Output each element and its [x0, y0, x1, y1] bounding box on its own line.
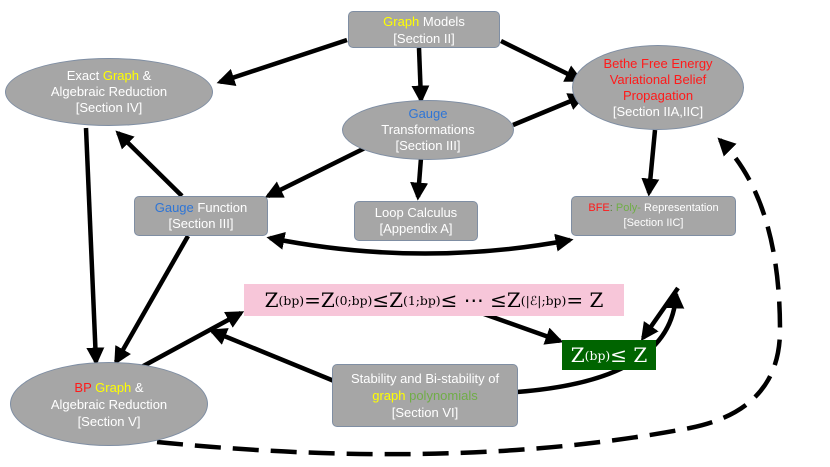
- stability-section: [Section VI]: [391, 405, 459, 420]
- gauge-function-title: Gauge Function: [154, 200, 248, 215]
- chain-ze: Z: [506, 288, 521, 312]
- graph-models-section: [Section II]: [393, 30, 455, 46]
- node-gauge-transformations: Gauge Transformations [Section III]: [342, 100, 514, 160]
- node-gauge-function: Gauge Function [Section III]: [134, 196, 268, 236]
- exact-graph-section: [Section IV]: [75, 100, 143, 115]
- formula-inequality: Z(bp) ≤ Z: [562, 340, 656, 370]
- arrow-models-to-exact: [216, 37, 348, 87]
- arrow-gauge-function-to-exact: [115, 130, 184, 198]
- node-bp-graph: BP Graph & Algebraic Reduction [Section …: [10, 362, 208, 446]
- exact-graph-subtitle: Algebraic Reduction: [50, 84, 168, 99]
- gauge-transformations-line1: Gauge: [408, 106, 448, 121]
- loop-calculus-section: [Appendix A]: [379, 221, 453, 236]
- bethe-line2: Variational Belief: [609, 71, 707, 87]
- arrow-stability-to-chain: [208, 328, 335, 384]
- bp-graph-subtitle: Algebraic Reduction: [50, 396, 168, 412]
- ineq-sup: (bp): [584, 347, 611, 363]
- arrow-bp-dashed-to-bethe: [156, 137, 783, 457]
- chain-supE: (|ℰ|;bp): [520, 292, 567, 308]
- ineq-z: Z: [570, 343, 585, 367]
- node-loop-calculus: Loop Calculus [Appendix A]: [354, 201, 478, 241]
- ineq-rest: ≤ Z: [610, 343, 648, 367]
- arrow-gauge-transformations-to-bethe: [512, 93, 587, 128]
- arrow-gauge-transformations-to-loop-calculus: [410, 157, 429, 201]
- arrow-gauge-function-to-bp: [114, 234, 190, 366]
- bp-graph-title: BP Graph &: [74, 379, 144, 395]
- arrow-gauge-function-to-bfe: [266, 231, 574, 256]
- stability-line2: graph polynomials: [372, 388, 478, 403]
- chain-dots: ≤ ⋯ ≤: [440, 288, 507, 312]
- node-bethe-free-energy: Bethe Free Energy Variational Belief Pro…: [572, 45, 744, 130]
- arrow-bethe-to-bfe: [641, 129, 660, 197]
- chain-z: Z: [264, 288, 279, 312]
- bethe-section: [Section IIA,IIC]: [612, 103, 704, 119]
- chain-sup0: (0;bp): [334, 292, 373, 308]
- arrow-bp-to-chain: [134, 311, 245, 372]
- chain-tail: = Z: [566, 288, 604, 312]
- arrow-models-to-gauge-transformations: [411, 47, 430, 104]
- stability-line1: Stability and Bi-stability of: [350, 371, 500, 386]
- gauge-transformations-section: [Section III]: [395, 138, 461, 153]
- chain-le: ≤: [372, 288, 390, 312]
- node-bfe-poly-representation: BFE: Poly- Representation [Section IIC]: [571, 196, 736, 236]
- arrow-gauge-transformations-to-gauge-function: [264, 145, 366, 199]
- bethe-line1: Bethe Free Energy: [603, 55, 713, 71]
- chain-eq: =: [304, 288, 321, 312]
- bp-graph-section: [Section V]: [77, 413, 141, 429]
- chain-sup1: (1;bp): [403, 292, 441, 308]
- loop-calculus-title: Loop Calculus: [374, 205, 458, 220]
- arrow-exact-to-bp: [83, 127, 105, 366]
- bethe-line3: Propagation: [622, 87, 694, 103]
- gauge-transformations-line2: Transformations: [381, 122, 475, 137]
- node-exact-graph: Exact Graph & Algebraic Reduction [Secti…: [5, 58, 213, 126]
- chain-z0: Z: [320, 288, 335, 312]
- bfe-poly-title: BFE: Poly- Representation: [588, 202, 719, 214]
- exact-graph-title: Exact Graph &: [66, 68, 152, 83]
- chain-sup-bp: (bp): [278, 292, 305, 308]
- gauge-function-section: [Section III]: [168, 216, 234, 231]
- node-stability: Stability and Bi-stability of graph poly…: [332, 364, 518, 427]
- graph-models-title: Graph Models: [383, 13, 465, 29]
- chain-z1: Z: [389, 288, 404, 312]
- arrow-models-to-bethe: [500, 38, 584, 83]
- node-graph-models: Graph Models [Section II]: [348, 11, 500, 48]
- bfe-poly-section: [Section IIC]: [623, 217, 684, 229]
- formula-partition-chain: Z(bp) = Z(0;bp) ≤ Z(1;bp) ≤ ⋯ ≤ Z(|ℰ|;bp…: [244, 284, 624, 316]
